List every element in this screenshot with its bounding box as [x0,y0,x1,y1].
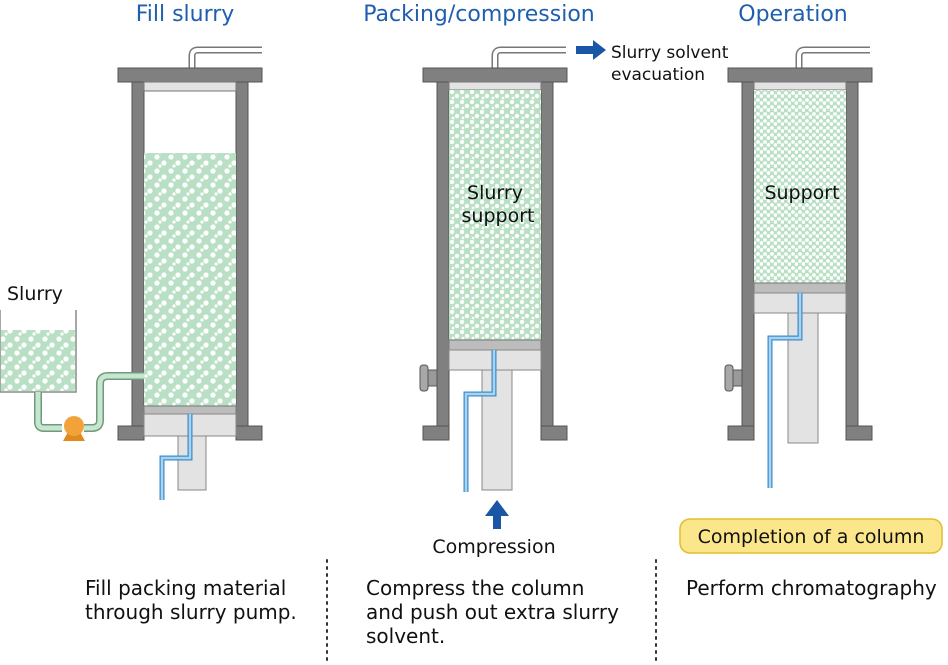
caption-fill-slurry: Fill packing material through slurry pum… [85,576,297,624]
fill-slurry-column [117,46,263,500]
completion-badge: Completion of a column [679,518,943,554]
evacuation-label-line1: Slurry solvent [611,43,729,63]
caption-operation-line1: Perform chromatography [686,576,937,600]
compression-label: Compression [432,536,555,558]
slurry-label: Slurry [7,283,63,305]
caption-packing-line1: Compress the column [366,576,585,600]
slurry-support-label-line1: Slurry [467,182,523,204]
stage-title-operation: Operation [738,2,847,27]
slurry-support-label-line2: support [462,205,535,227]
slurry-pump-icon [63,416,85,441]
packing-compression-column [419,46,568,492]
compression-arrow-icon [485,500,509,529]
slurry-reservoir [0,310,144,441]
caption-operation: Perform chromatography [686,576,937,600]
stage-title-fill: Fill slurry [136,2,235,27]
completion-badge-label: Completion of a column [698,526,925,548]
lock-knob-icon [724,364,743,392]
caption-packing: Compress the column and push out extra s… [366,576,619,648]
caption-packing-line3: solvent. [366,624,446,648]
support-label: Support [764,182,839,204]
evacuation-arrow-icon [576,40,606,60]
lock-knob-icon [419,364,438,392]
operation-column [724,46,873,488]
stage-title-packing: Packing/compression [363,2,595,27]
evacuation-label-line2: evacuation [611,65,705,85]
caption-fill-line2: through slurry pump. [85,600,297,624]
caption-packing-line2: and push out extra slurry [366,600,619,624]
caption-fill-line1: Fill packing material [85,576,287,600]
